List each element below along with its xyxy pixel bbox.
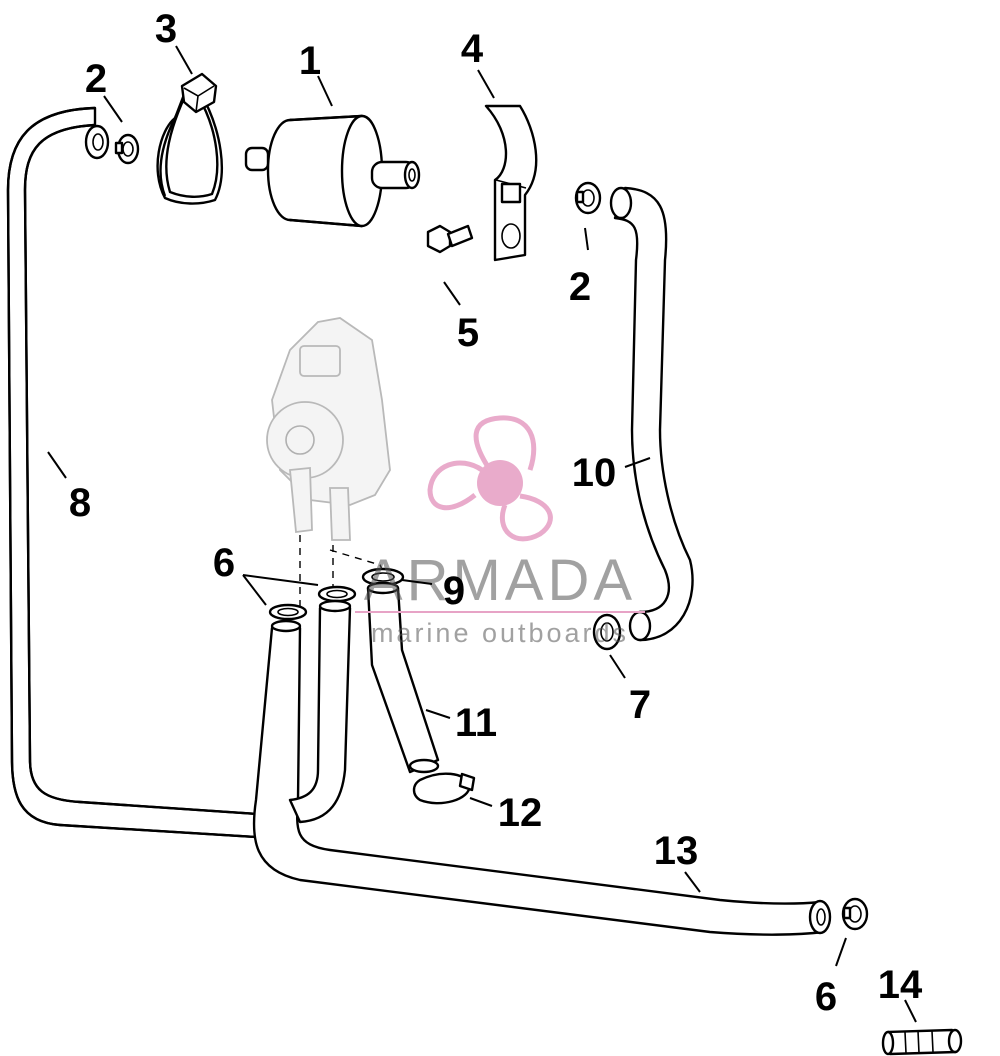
callout-3: 3 [155, 7, 177, 51]
callout-10: 10 [572, 451, 617, 495]
callout-5: 5 [457, 311, 479, 355]
bracket-4 [484, 104, 538, 262]
hose-10-end [628, 610, 652, 642]
clamp-7 [592, 613, 622, 651]
leader-lines [47, 45, 917, 1023]
hose-13 [252, 599, 832, 936]
hose-8 [6, 106, 274, 840]
callout-6-upper: 6 [213, 541, 235, 585]
clamp-6-middle [317, 585, 357, 603]
callout-labels: 1 2 3 4 5 2 8 10 6 9 7 11 12 13 6 14 [69, 7, 923, 1019]
clamp-2-left [114, 133, 140, 165]
clamp-2-right [574, 181, 602, 215]
callout-7: 7 [629, 683, 651, 727]
propeller-icon [427, 415, 553, 542]
clamp-6-lower [841, 897, 869, 931]
clamp-6-upper [268, 603, 308, 621]
callout-2-left: 2 [85, 57, 107, 101]
fitting-14 [881, 1028, 963, 1056]
callout-13: 13 [654, 829, 699, 873]
callout-4: 4 [461, 27, 484, 71]
callout-9: 9 [443, 569, 465, 613]
clamp-12 [412, 772, 476, 805]
fuel-pump [266, 317, 391, 541]
callout-6-lower: 6 [815, 975, 837, 1019]
callout-14: 14 [878, 963, 923, 1007]
callout-12: 12 [498, 791, 543, 835]
watermark-tagline: marine outboards [371, 618, 629, 648]
fuel-filter-1 [244, 114, 421, 228]
strap-3 [156, 72, 223, 205]
callout-11: 11 [455, 701, 497, 745]
callout-2-right: 2 [569, 265, 591, 309]
callout-8: 8 [69, 481, 91, 525]
callout-1: 1 [299, 39, 321, 83]
hose-11 [366, 581, 440, 774]
screw-5 [426, 224, 474, 254]
